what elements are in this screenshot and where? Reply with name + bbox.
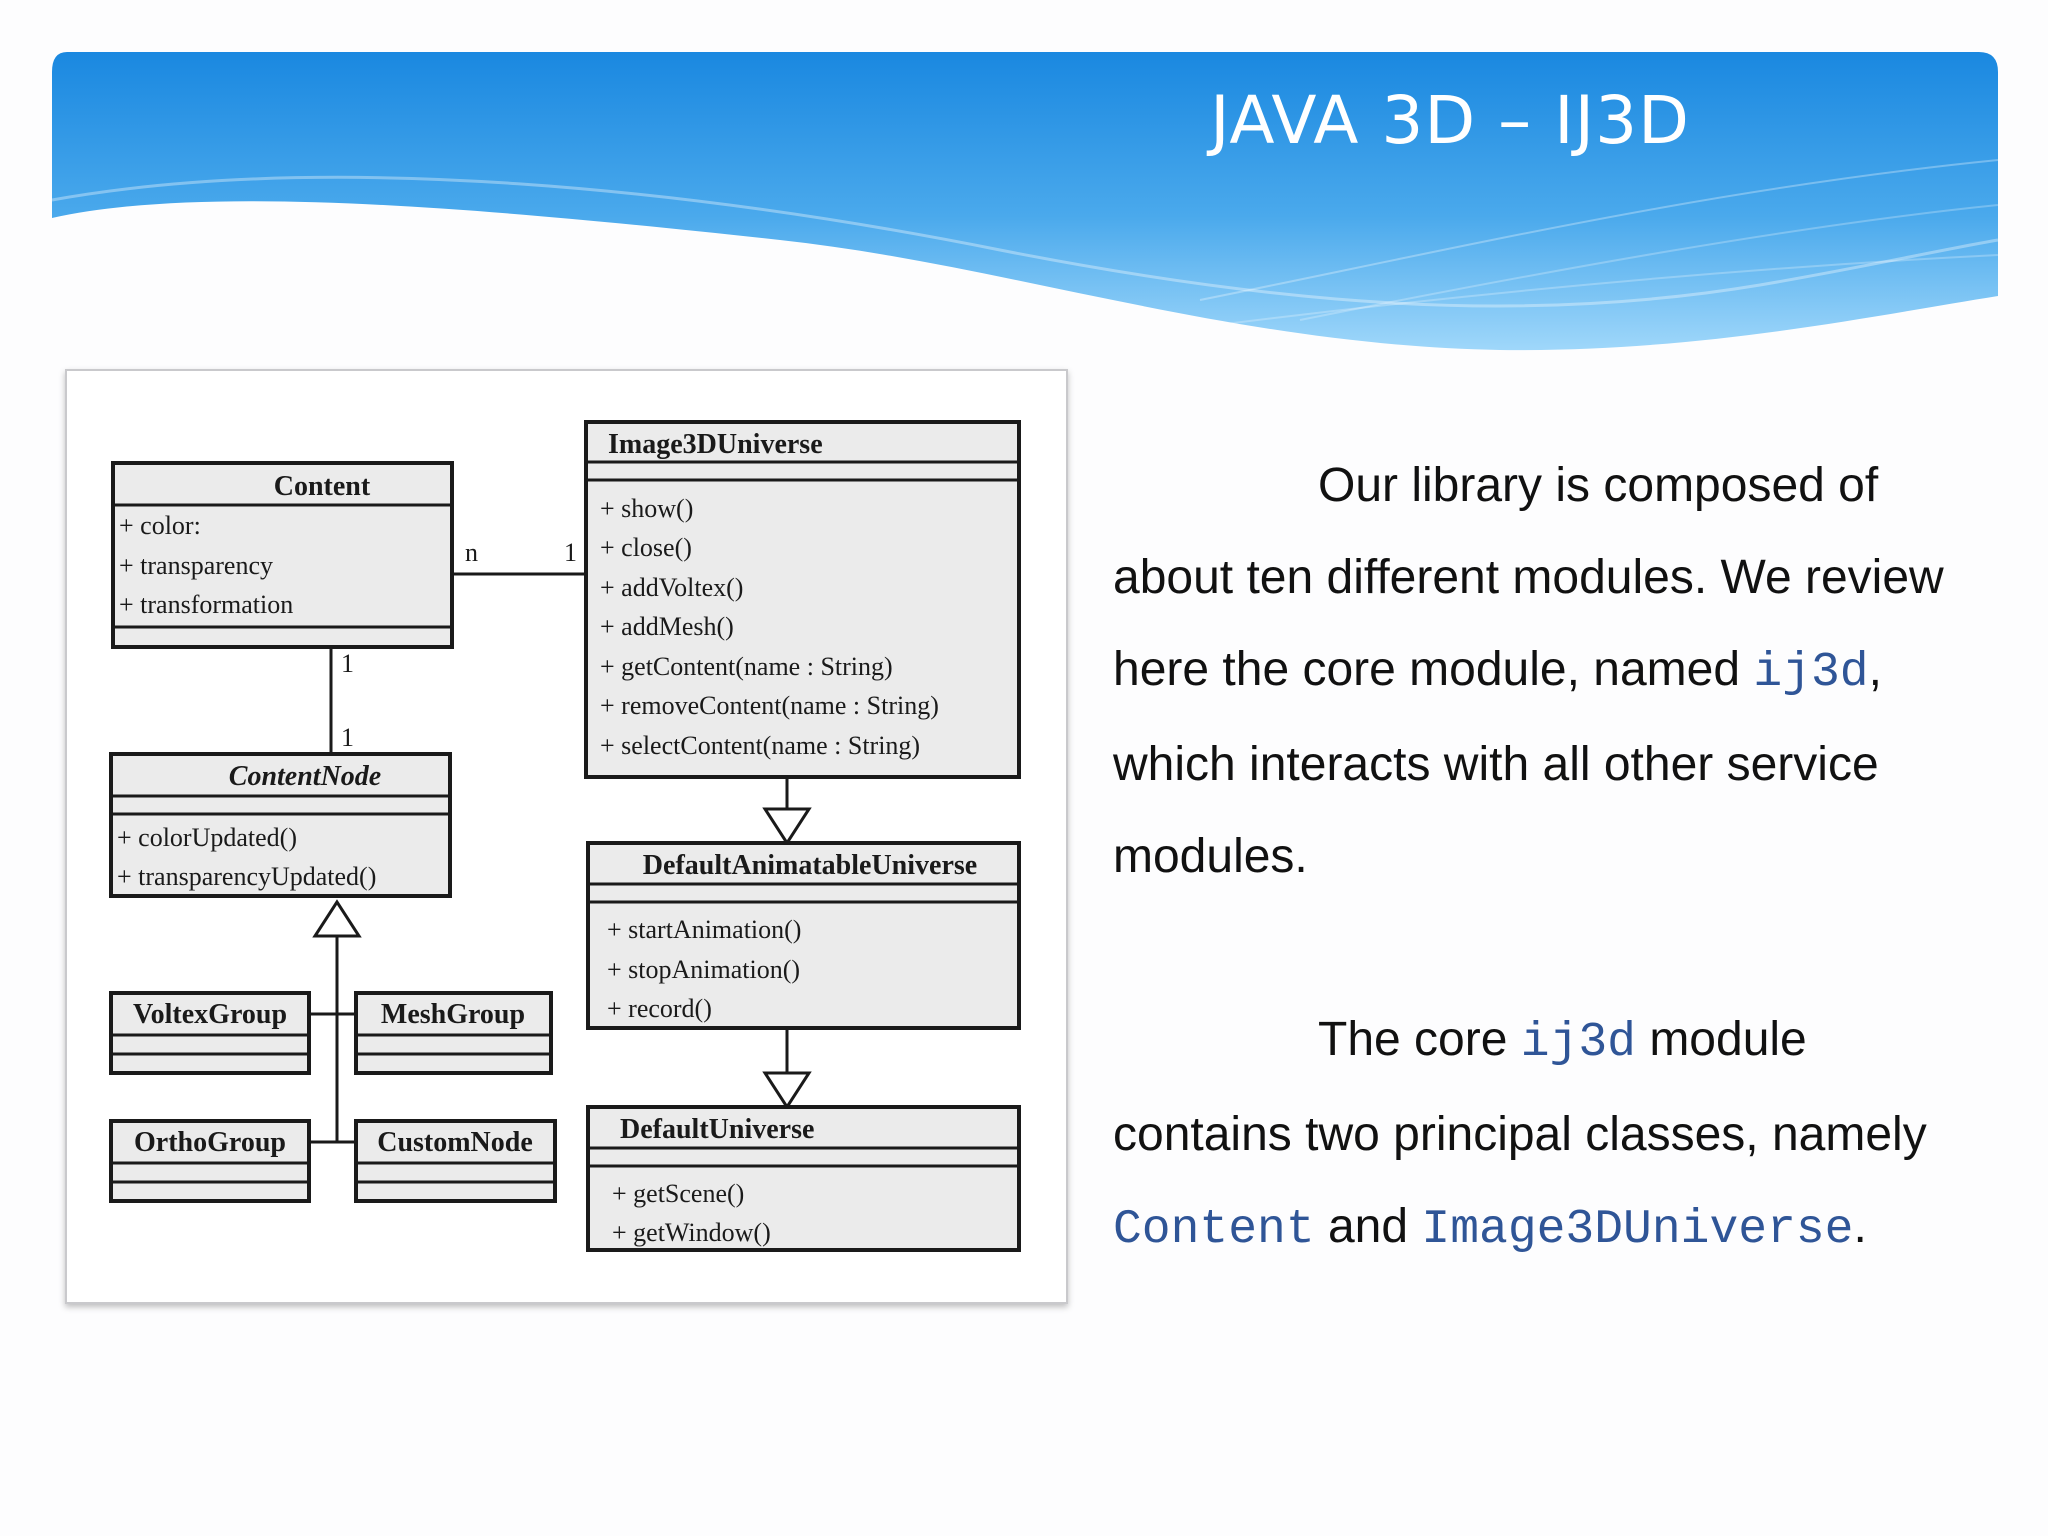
class-voltex-group: VoltexGroup [109,991,311,1075]
paragraph-library-overview: Our library is composed of about ten dif… [1113,440,1993,903]
class-content: Content + color: + transparency + transf… [111,461,454,649]
method-add-voltex: + addVoltex() [600,573,743,602]
class-default-animatable-universe: DefaultAnimatableUniverse + startAnimati… [586,841,1021,1030]
method-get-content: + getContent(name : String) [600,652,893,681]
para2-text-c: and [1314,1200,1422,1253]
class-name-image3d-universe: Image3DUniverse [608,429,823,460]
attr-transparency: + transparency [119,551,273,580]
method-remove-content: + removeContent(name : String) [600,691,939,720]
class-name-default-animatable-universe: DefaultAnimatableUniverse [643,850,977,881]
class-content-node: ContentNode + colorUpdated() + transpare… [109,752,452,898]
attr-transformation: + transformation [119,590,293,619]
uml-diagram-frame: n 1 1 1 Content + color: + trans [65,369,1068,1304]
method-add-mesh: + addMesh() [600,612,734,641]
code-image3duniverse: Image3DUniverse [1421,1203,1854,1257]
inheritance-contentnode-tree [309,899,362,1144]
para1-text-a: Our library is composed of about ten dif… [1113,459,1944,696]
class-image3d-universe: Image3DUniverse + show() + close() + add… [584,420,1021,779]
method-record: + record() [607,994,712,1023]
code-ij3d: ij3d [1753,646,1869,700]
class-name-content-node: ContentNode [229,761,381,792]
method-select-content: + selectContent(name : String) [600,731,920,760]
multiplicity-1-content: 1 [341,649,354,678]
paragraph-core-module: The core ij3d module contains two princi… [1113,994,1993,1276]
method-stop-animation: + stopAnimation() [607,955,800,984]
class-name-default-universe: DefaultUniverse [620,1114,814,1145]
class-name-content: Content [274,471,371,502]
para2-text-a: The core [1318,1013,1521,1066]
para2-text-b: module contains two principal classes, n… [1113,1013,1927,1161]
class-name-ortho-group: OrthoGroup [134,1127,286,1158]
class-custom-node: CustomNode [354,1119,557,1203]
uml-class-diagram: n 1 1 1 Content + color: + trans [109,420,1021,1252]
method-start-animation: + startAnimation() [607,915,801,944]
class-name-mesh-group: MeshGroup [381,999,525,1030]
method-color-updated: + colorUpdated() [117,823,297,852]
multiplicity-1-universe: 1 [564,538,577,567]
attr-color: + color: [119,511,201,540]
method-show: + show() [600,494,693,523]
class-mesh-group: MeshGroup [354,991,553,1075]
multiplicity-n: n [465,538,478,567]
multiplicity-1-node: 1 [341,723,354,752]
class-name-custom-node: CustomNode [377,1127,533,1158]
header-banner [51,52,1999,351]
method-get-scene: + getScene() [612,1179,744,1208]
class-name-voltex-group: VoltexGroup [133,999,287,1030]
method-close: + close() [600,533,692,562]
inheritance-universe-chain [762,777,812,1110]
para1-text-b: , which interacts with all other service… [1113,643,1882,883]
code-content: Content [1113,1203,1315,1257]
method-get-window: + getWindow() [612,1218,771,1247]
class-default-universe: DefaultUniverse + getScene() + getWindow… [586,1105,1021,1252]
class-ortho-group: OrthoGroup [109,1119,311,1203]
slide-title: JAVA 3D – IJ3D [1210,82,1690,159]
method-transparency-updated: + transparencyUpdated() [117,862,376,891]
para2-text-d: . [1853,1200,1867,1253]
code-ij3d-2: ij3d [1520,1016,1636,1070]
